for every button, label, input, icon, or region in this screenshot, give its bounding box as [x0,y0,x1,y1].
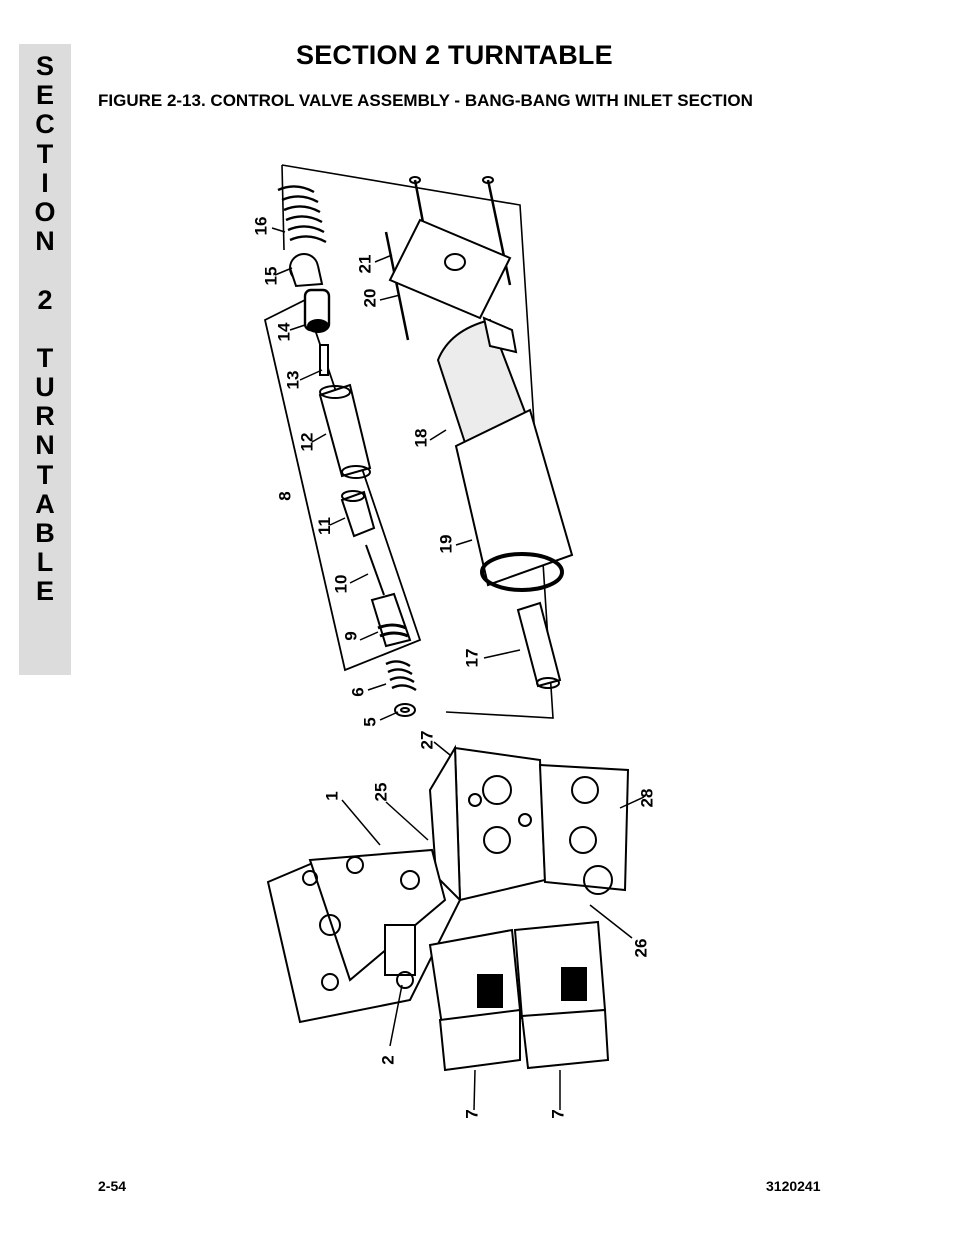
callout-25: 25 [371,782,391,802]
figure-caption: FIGURE 2-13. CONTROL VALVE ASSEMBLY - BA… [98,91,753,110]
actuators-7 [428,920,610,1072]
callout-9: 9 [341,631,361,641]
side-tab-letter: A [35,488,55,519]
callout-1: 1 [322,791,342,801]
callout-18: 18 [411,428,431,448]
plunger-11 [340,490,376,538]
plate-20 [388,218,512,320]
callout-20: 20 [360,288,380,308]
side-tab-letter: B [35,518,55,548]
side-tab-letter: L [36,547,54,578]
callout-19: 19 [436,534,456,554]
valve-section-28 [538,763,630,895]
side-tab-letter: U [35,372,55,403]
side-tab-letter: S [35,51,54,81]
footer-page-number: 2-54 [98,1178,127,1194]
page-title: SECTION 2 TURNTABLE [296,40,613,70]
side-tab-letter: O [34,196,56,227]
coil-18 [436,316,530,454]
callout-17: 17 [462,648,482,668]
stem-17 [516,601,562,689]
side-tab-letter: R [35,401,55,432]
body-9 [370,592,412,648]
callout-21: 21 [355,254,375,274]
spring-16 [277,185,327,244]
side-tab-letter: T [36,138,54,169]
side-tab-letter: 2 [37,284,53,315]
washer-5 [394,703,416,717]
rod-10 [365,544,385,596]
pin-13 [319,344,329,376]
callout-13: 13 [283,370,303,390]
callout-26: 26 [631,938,651,958]
callout-5: 5 [360,717,380,727]
spring-6 [385,660,417,692]
callout-2: 2 [378,1055,398,1065]
callout-11: 11 [314,517,334,535]
callout-27: 27 [417,730,437,750]
footer-doc-number: 3120241 [766,1178,821,1194]
inlet-section-1 [266,848,462,1024]
callout-16: 16 [251,216,271,236]
side-tab-letter: T [36,459,54,490]
leader-lines [271,227,645,1111]
callout-8: 8 [275,491,295,501]
side-tab-letter: E [35,80,54,111]
side-tab-letter: N [35,226,55,257]
side-tab-letter: N [35,430,55,461]
callout-14: 14 [274,322,294,342]
sleeve-19 [454,408,574,592]
callout-12: 12 [297,432,317,452]
fitting-2 [384,924,416,989]
side-tab-letter: C [35,109,55,140]
callout-15: 15 [261,266,281,286]
callout-10: 10 [331,574,351,594]
callout-7-left: 7 [462,1109,482,1119]
tube-12 [318,383,372,479]
valve-internals-panel [263,298,422,672]
side-tab-letter: I [41,167,49,198]
side-tab-letter: E [35,576,54,607]
cap-15 [289,253,324,288]
callout-28: 28 [637,788,657,808]
callout-7-right: 7 [548,1109,568,1119]
callout-6: 6 [348,687,368,697]
nut-14 [303,288,331,333]
side-tab-letter: T [36,342,54,373]
